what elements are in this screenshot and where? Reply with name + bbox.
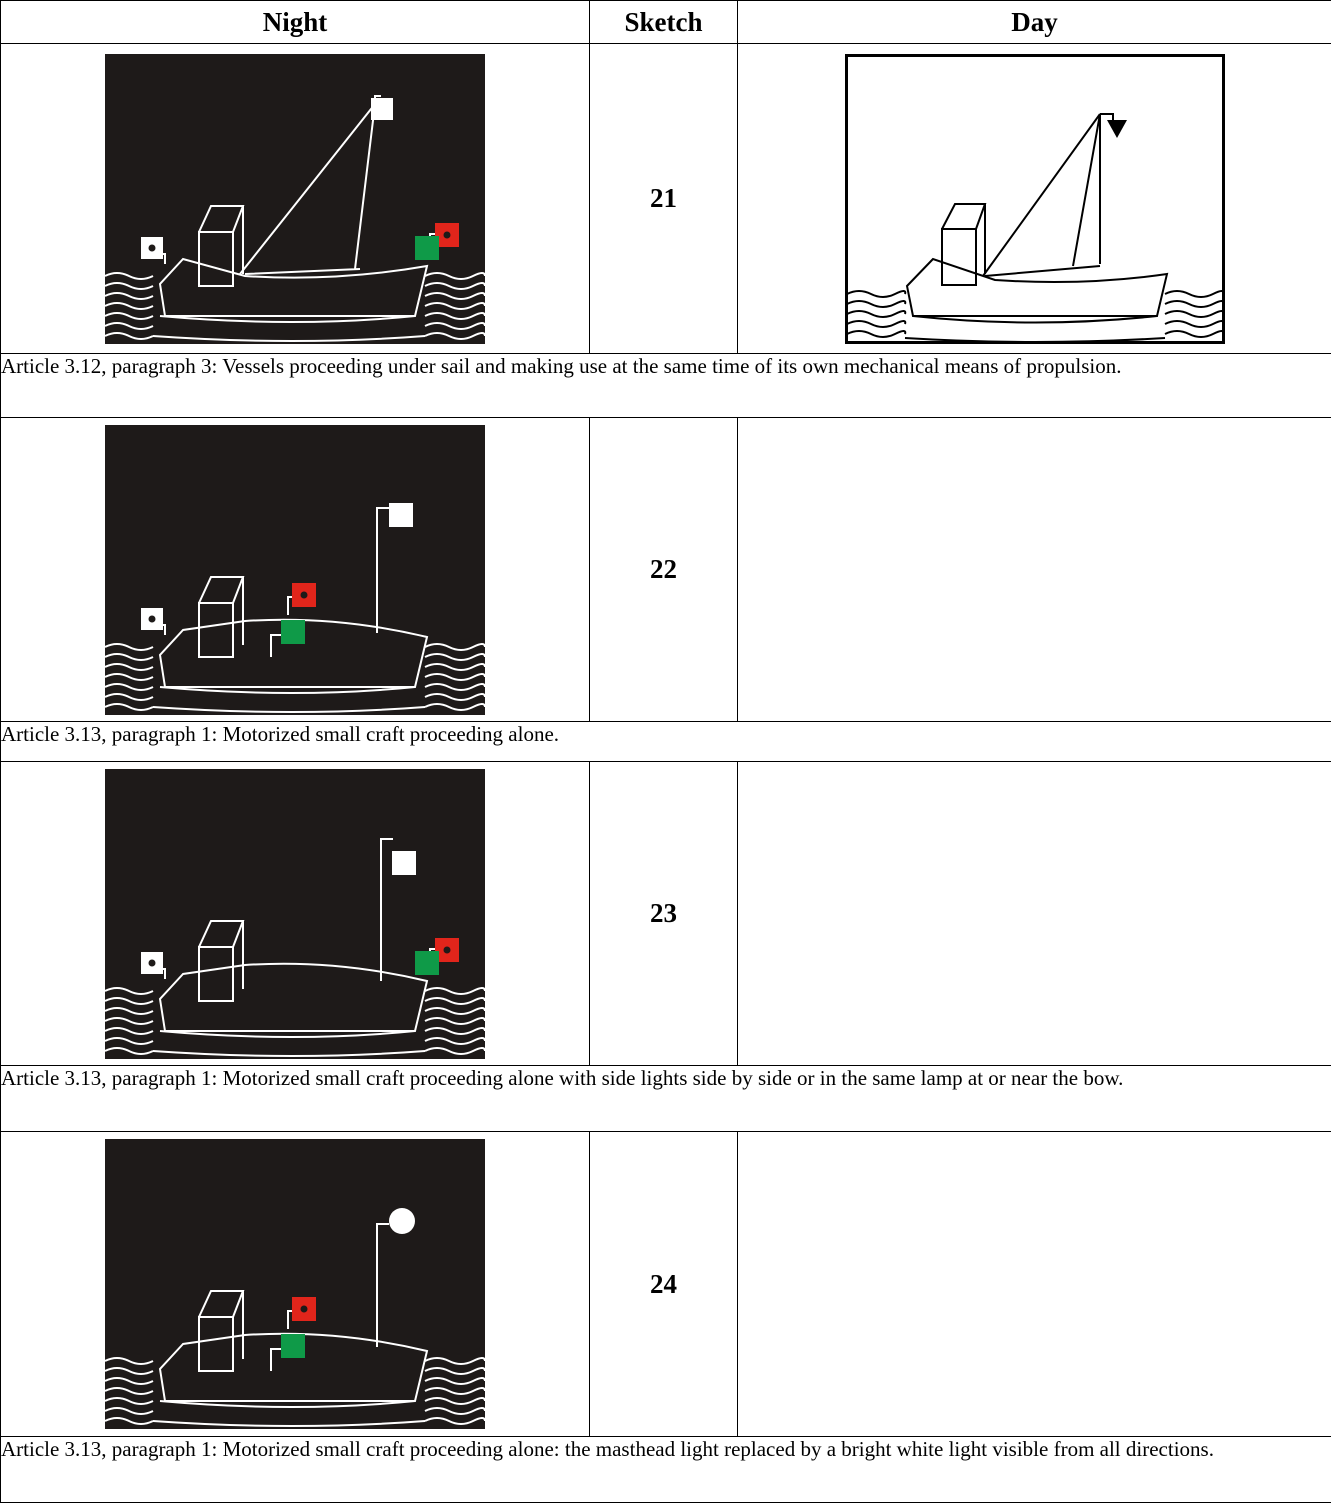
day-cell bbox=[738, 762, 1331, 1066]
night-sketch-21 bbox=[105, 54, 485, 344]
night-sketch-24 bbox=[105, 1139, 485, 1429]
table-row: 22 bbox=[1, 418, 1331, 722]
day-header: Day bbox=[738, 1, 1331, 44]
sketch-number: 22 bbox=[590, 418, 738, 722]
day-sketch-21 bbox=[845, 54, 1225, 344]
caption-row: Article 3.13, paragraph 1: Motorized sma… bbox=[1, 722, 1331, 762]
table-row: 23 bbox=[1, 762, 1331, 1066]
sketch-number: 23 bbox=[590, 762, 738, 1066]
day-cell bbox=[738, 1132, 1331, 1437]
table-row: 24 bbox=[1, 1132, 1331, 1437]
night-cell bbox=[1, 1132, 590, 1437]
sketch-header: Sketch bbox=[590, 1, 738, 44]
night-sketch-23 bbox=[105, 769, 485, 1059]
night-header: Night bbox=[1, 1, 590, 44]
night-cell bbox=[1, 44, 590, 354]
night-cell bbox=[1, 418, 590, 722]
caption: Article 3.12, paragraph 3: Vessels proce… bbox=[1, 354, 1331, 418]
caption-row: Article 3.12, paragraph 3: Vessels proce… bbox=[1, 354, 1331, 418]
night-sketch-22 bbox=[105, 425, 485, 715]
day-cell bbox=[738, 44, 1331, 354]
night-cell bbox=[1, 762, 590, 1066]
caption: Article 3.13, paragraph 1: Motorized sma… bbox=[1, 1066, 1331, 1132]
caption-row: Article 3.13, paragraph 1: Motorized sma… bbox=[1, 1066, 1331, 1132]
caption-row: Article 3.13, paragraph 1: Motorized sma… bbox=[1, 1437, 1331, 1503]
header-row: Night Sketch Day bbox=[1, 1, 1331, 44]
sketch-number: 21 bbox=[590, 44, 738, 354]
day-cell bbox=[738, 418, 1331, 722]
caption: Article 3.13, paragraph 1: Motorized sma… bbox=[1, 1437, 1331, 1503]
sketch-number: 24 bbox=[590, 1132, 738, 1437]
table-row: 21 bbox=[1, 44, 1331, 354]
caption: Article 3.13, paragraph 1: Motorized sma… bbox=[1, 722, 1331, 762]
